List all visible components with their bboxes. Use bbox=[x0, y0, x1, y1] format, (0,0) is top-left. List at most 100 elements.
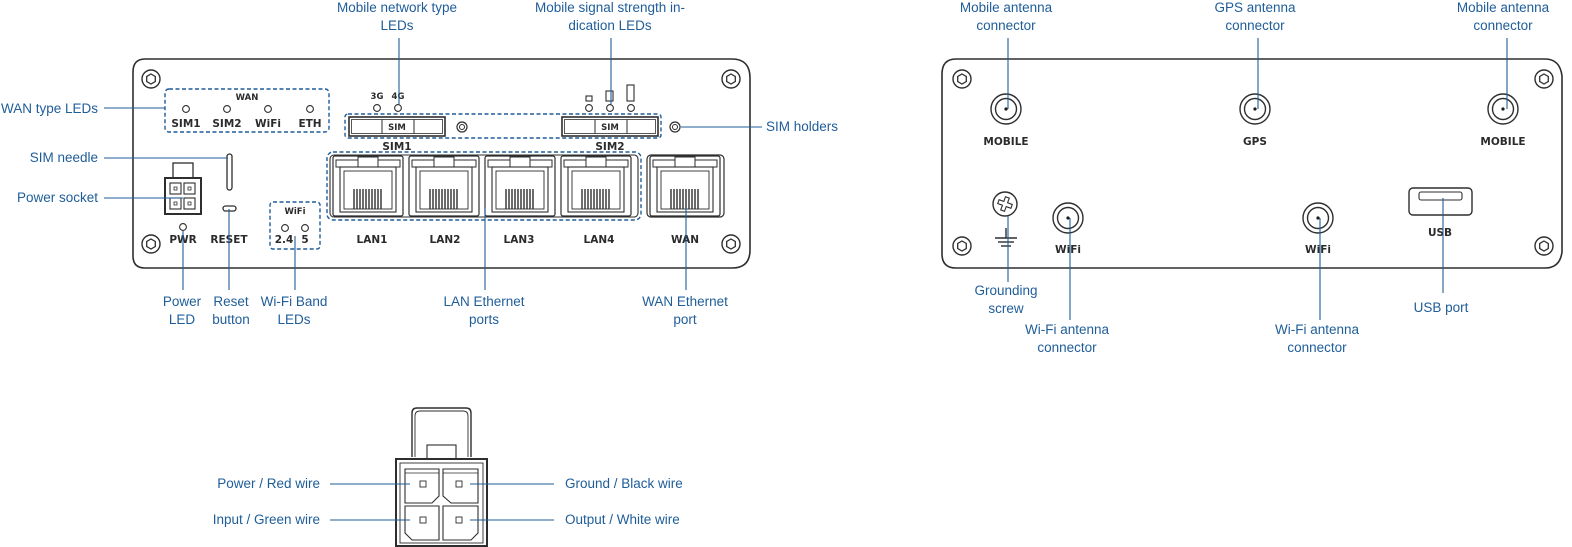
wifi-antenna-connector-right[interactable] bbox=[1302, 202, 1334, 234]
signal-bar-high-icon bbox=[626, 84, 635, 102]
lan1-port[interactable] bbox=[332, 155, 404, 217]
mobile-right-label: MOBILE bbox=[1480, 136, 1525, 148]
callout-mobile-antenna-right-2: connector bbox=[1473, 18, 1533, 33]
led-icon bbox=[182, 105, 190, 113]
callout-lan-ports-1: LAN Ethernet bbox=[443, 294, 524, 309]
callout-gps-antenna-1: GPS antenna bbox=[1214, 0, 1296, 15]
wifi-band-24-label: 2.4 bbox=[275, 234, 294, 246]
wan-led-wifi: WiFi bbox=[255, 118, 281, 130]
led-3g-label: 3G bbox=[371, 92, 384, 102]
sim1-slot-text: SIM bbox=[388, 123, 406, 133]
rear-panel: MOBILE GPS MOBILE WiFi WiFi USB bbox=[941, 58, 1563, 269]
led-icon bbox=[281, 224, 289, 232]
callout-wifi-band-1: Wi-Fi Band bbox=[261, 294, 328, 309]
wifi-antenna-connector-left[interactable] bbox=[1052, 202, 1084, 234]
callout-mobile-network-type-2: LEDs bbox=[380, 18, 413, 33]
wan-port-label: WAN bbox=[671, 234, 699, 246]
power-socket-icon[interactable] bbox=[164, 162, 202, 215]
gps-label: GPS bbox=[1243, 136, 1267, 148]
callout-power-led-2: LED bbox=[169, 312, 196, 327]
wifi-left-label: WiFi bbox=[1055, 244, 1081, 256]
callout-signal-strength-1: Mobile signal strength in- bbox=[535, 0, 685, 15]
mobile-left-label: MOBILE bbox=[983, 136, 1028, 148]
lan4-port[interactable] bbox=[560, 155, 632, 217]
mobile-antenna-connector-left[interactable] bbox=[990, 93, 1022, 125]
pin-label-output: Output / White wire bbox=[565, 512, 680, 527]
callout-wan-type-leds: WAN type LEDs bbox=[1, 101, 98, 116]
power-led-icon bbox=[179, 223, 187, 231]
led-icon bbox=[585, 104, 593, 112]
callout-power-socket: Power socket bbox=[17, 190, 98, 205]
wan-led-group bbox=[164, 88, 330, 133]
callout-grounding-1: Grounding bbox=[974, 283, 1037, 298]
led-icon bbox=[301, 224, 309, 232]
wan-led-sim2: SIM2 bbox=[212, 118, 241, 130]
led-icon bbox=[394, 104, 402, 112]
callout-grounding-2: screw bbox=[988, 301, 1024, 316]
wifi-band-led-group bbox=[269, 201, 321, 250]
screw-icon bbox=[952, 236, 972, 256]
gps-antenna-connector[interactable] bbox=[1239, 93, 1271, 125]
ground-symbol-icon bbox=[995, 228, 1017, 247]
callout-usb-port: USB port bbox=[1414, 300, 1469, 315]
sim1-label: SIM1 bbox=[382, 141, 411, 153]
callout-wifi-antenna-left-2: connector bbox=[1037, 340, 1097, 355]
lan3-port[interactable] bbox=[484, 155, 556, 217]
lan-ports-frame bbox=[329, 154, 639, 218]
callout-mobile-antenna-right-1: Mobile antenna bbox=[1457, 0, 1550, 15]
sim2-slot-text: SIM bbox=[601, 123, 619, 133]
callout-signal-strength-2: dication LEDs bbox=[568, 18, 652, 33]
screw-icon bbox=[721, 234, 741, 254]
callout-reset-button-1: Reset bbox=[213, 294, 249, 309]
sim-eject-icon[interactable] bbox=[669, 121, 681, 133]
led-icon bbox=[306, 105, 314, 113]
usb-port-icon[interactable] bbox=[1408, 187, 1473, 216]
callout-wifi-antenna-right-1: Wi-Fi antenna bbox=[1275, 322, 1360, 337]
pin-label-ground: Ground / Black wire bbox=[565, 476, 683, 491]
callout-mobile-antenna-left-2: connector bbox=[976, 18, 1036, 33]
led-icon bbox=[223, 105, 231, 113]
mobile-antenna-connector-right[interactable] bbox=[1487, 93, 1519, 125]
wan-port[interactable] bbox=[649, 155, 721, 217]
wan-led-eth: ETH bbox=[298, 118, 321, 130]
screw-icon bbox=[952, 69, 972, 89]
pin-label-power: Power / Red wire bbox=[217, 476, 320, 491]
lan-ports-group bbox=[326, 151, 642, 221]
led-icon bbox=[627, 104, 635, 112]
front-callouts: Mobile network type LEDs Mobile signal s… bbox=[1, 0, 838, 327]
pin-output-icon bbox=[442, 505, 479, 541]
signal-bar-low-icon bbox=[585, 95, 593, 102]
led-icon bbox=[264, 105, 272, 113]
callout-sim-holders: SIM holders bbox=[766, 119, 838, 134]
callout-gps-antenna-2: connector bbox=[1225, 18, 1285, 33]
callout-wifi-antenna-right-2: connector bbox=[1287, 340, 1347, 355]
wifi-group-title: WiFi bbox=[284, 207, 305, 217]
wifi-right-label: WiFi bbox=[1305, 244, 1331, 256]
screw-icon bbox=[141, 69, 161, 89]
pin-power-icon bbox=[404, 468, 440, 504]
front-panel: WAN SIM1 SIM2 WiFi ETH 3G 4G SIM SIM SIM… bbox=[132, 58, 751, 269]
callout-wifi-antenna-left-1: Wi-Fi antenna bbox=[1025, 322, 1110, 337]
callout-lan-ports-2: ports bbox=[469, 312, 499, 327]
callout-wan-port-2: port bbox=[673, 312, 697, 327]
screw-icon bbox=[721, 69, 741, 89]
lan2-label: LAN2 bbox=[430, 234, 461, 246]
grounding-screw-icon[interactable] bbox=[992, 191, 1018, 217]
lan4-label: LAN4 bbox=[584, 234, 615, 246]
rear-panel-body bbox=[941, 58, 1563, 269]
callout-mobile-network-type-1: Mobile network type bbox=[337, 0, 457, 15]
led-4g-label: 4G bbox=[392, 92, 405, 102]
rear-callouts: Mobile antenna connector GPS antenna con… bbox=[960, 0, 1550, 355]
lan2-port[interactable] bbox=[408, 155, 480, 217]
callout-power-led-1: Power bbox=[163, 294, 202, 309]
sim-eject-icon[interactable] bbox=[456, 121, 468, 133]
led-icon bbox=[606, 104, 614, 112]
power-connector-pinout: Power / Red wire Input / Green wire Grou… bbox=[213, 407, 683, 547]
sim-needle-icon[interactable] bbox=[226, 153, 233, 191]
wan-led-sim1: SIM1 bbox=[171, 118, 200, 130]
sim2-label: SIM2 bbox=[595, 141, 624, 153]
wan-group-title: WAN bbox=[236, 93, 259, 103]
usb-label: USB bbox=[1428, 227, 1452, 239]
signal-bar-mid-icon bbox=[605, 90, 614, 102]
